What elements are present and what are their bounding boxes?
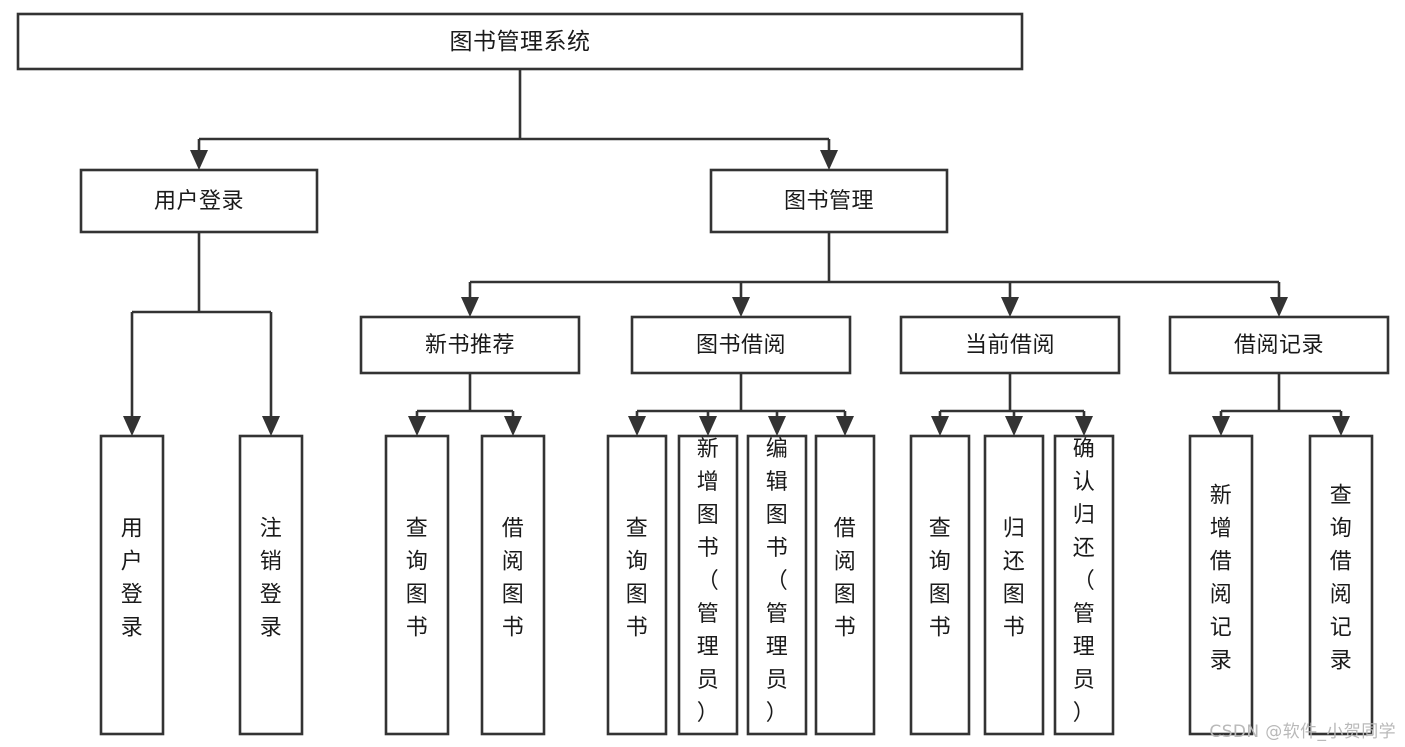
node-label-user-login: 用户登录 xyxy=(154,189,244,214)
node-label-leaf-query-book-cb: 查询图书 xyxy=(929,517,952,641)
arrow-head xyxy=(1270,297,1288,317)
node-leaf-borrow-book-rec[interactable]: 借阅图书 xyxy=(480,434,546,736)
arrow-head xyxy=(461,297,479,317)
arrow-head xyxy=(699,416,717,436)
node-label-root: 图书管理系统 xyxy=(450,29,591,55)
node-user-login[interactable]: 用户登录 xyxy=(79,168,319,234)
arrow-head xyxy=(1212,416,1230,436)
node-label-borrow-record: 借阅记录 xyxy=(1234,333,1324,358)
node-label-leaf-edit-book: 编辑图书（管理员） xyxy=(766,437,789,726)
node-leaf-user-login[interactable]: 用户登录 xyxy=(99,434,165,736)
arrow-head xyxy=(1075,416,1093,436)
arrow-head xyxy=(123,416,141,436)
node-leaf-query-book-cb[interactable]: 查询图书 xyxy=(909,434,971,736)
arrow-head xyxy=(732,297,750,317)
arrow-head xyxy=(190,150,208,170)
node-box-current-borrow xyxy=(899,315,1121,375)
node-box-leaf-query-book-rec xyxy=(384,434,450,736)
arrow-head xyxy=(768,416,786,436)
node-label-leaf-user-login: 用户登录 xyxy=(121,517,144,641)
node-box-root xyxy=(16,12,1024,71)
node-box-leaf-query-record xyxy=(1308,434,1374,736)
nodes-layer: 图书管理系统用户登录图书管理新书推荐图书借阅当前借阅借阅记录用户登录注销登录查询… xyxy=(16,12,1390,736)
node-box-leaf-borrow-book-bb xyxy=(814,434,876,736)
node-borrow-record[interactable]: 借阅记录 xyxy=(1168,315,1390,375)
node-box-book-borrow xyxy=(630,315,852,375)
node-leaf-query-book-rec[interactable]: 查询图书 xyxy=(384,434,450,736)
node-box-leaf-query-book-cb xyxy=(909,434,971,736)
node-box-leaf-add-record xyxy=(1188,434,1254,736)
node-current-borrow[interactable]: 当前借阅 xyxy=(899,315,1121,375)
node-book-borrow[interactable]: 图书借阅 xyxy=(630,315,852,375)
node-label-leaf-return-book: 归还图书 xyxy=(1003,517,1026,641)
arrow-head xyxy=(820,150,838,170)
node-box-leaf-add-book xyxy=(677,434,739,736)
node-label-book-borrow: 图书借阅 xyxy=(696,333,786,358)
node-label-leaf-query-record: 查询借阅记录 xyxy=(1330,484,1353,674)
node-box-borrow-record xyxy=(1168,315,1390,375)
node-leaf-return-book[interactable]: 归还图书 xyxy=(983,434,1045,736)
node-book-manage[interactable]: 图书管理 xyxy=(709,168,949,234)
node-label-leaf-logout: 注销登录 xyxy=(260,517,283,641)
node-leaf-borrow-book-bb[interactable]: 借阅图书 xyxy=(814,434,876,736)
node-leaf-query-record[interactable]: 查询借阅记录 xyxy=(1308,434,1374,736)
node-box-new-book-rec xyxy=(359,315,581,375)
node-box-leaf-return-book xyxy=(983,434,1045,736)
node-box-leaf-user-login xyxy=(99,434,165,736)
node-leaf-add-record[interactable]: 新增借阅记录 xyxy=(1188,434,1254,736)
node-label-new-book-rec: 新书推荐 xyxy=(425,333,515,358)
node-leaf-confirm-return[interactable]: 确认归还（管理员） xyxy=(1053,434,1115,736)
node-label-leaf-borrow-book-bb: 借阅图书 xyxy=(834,517,857,641)
node-label-leaf-confirm-return: 确认归还（管理员） xyxy=(1073,437,1096,726)
node-box-user-login xyxy=(79,168,319,234)
arrow-head xyxy=(931,416,949,436)
arrow-head xyxy=(1332,416,1350,436)
node-box-leaf-borrow-book-rec xyxy=(480,434,546,736)
node-label-leaf-add-book: 新增图书（管理员） xyxy=(697,437,720,726)
node-box-book-manage xyxy=(709,168,949,234)
node-leaf-query-book-bb[interactable]: 查询图书 xyxy=(606,434,668,736)
arrow-head xyxy=(628,416,646,436)
node-root[interactable]: 图书管理系统 xyxy=(16,12,1024,71)
node-label-leaf-query-book-rec: 查询图书 xyxy=(406,517,429,641)
node-leaf-edit-book[interactable]: 编辑图书（管理员） xyxy=(746,434,808,736)
node-label-book-manage: 图书管理 xyxy=(784,189,874,214)
node-box-leaf-logout xyxy=(238,434,304,736)
csdn-watermark: CSDN @软件_小贺同学 xyxy=(1209,722,1396,742)
arrow-head xyxy=(1005,416,1023,436)
arrow-head xyxy=(408,416,426,436)
node-box-leaf-query-book-bb xyxy=(606,434,668,736)
node-leaf-logout[interactable]: 注销登录 xyxy=(238,434,304,736)
node-label-leaf-borrow-book-rec: 借阅图书 xyxy=(502,517,525,641)
node-label-leaf-query-book-bb: 查询图书 xyxy=(626,517,649,641)
arrow-head xyxy=(836,416,854,436)
node-new-book-rec[interactable]: 新书推荐 xyxy=(359,315,581,375)
node-leaf-add-book[interactable]: 新增图书（管理员） xyxy=(677,434,739,736)
node-box-leaf-edit-book xyxy=(746,434,808,736)
arrow-head xyxy=(1001,297,1019,317)
node-label-leaf-add-record: 新增借阅记录 xyxy=(1210,484,1233,674)
arrow-head xyxy=(262,416,280,436)
arrow-head xyxy=(504,416,522,436)
node-box-leaf-confirm-return xyxy=(1053,434,1115,736)
connectors-layer xyxy=(123,69,1350,436)
node-label-current-borrow: 当前借阅 xyxy=(965,333,1055,358)
